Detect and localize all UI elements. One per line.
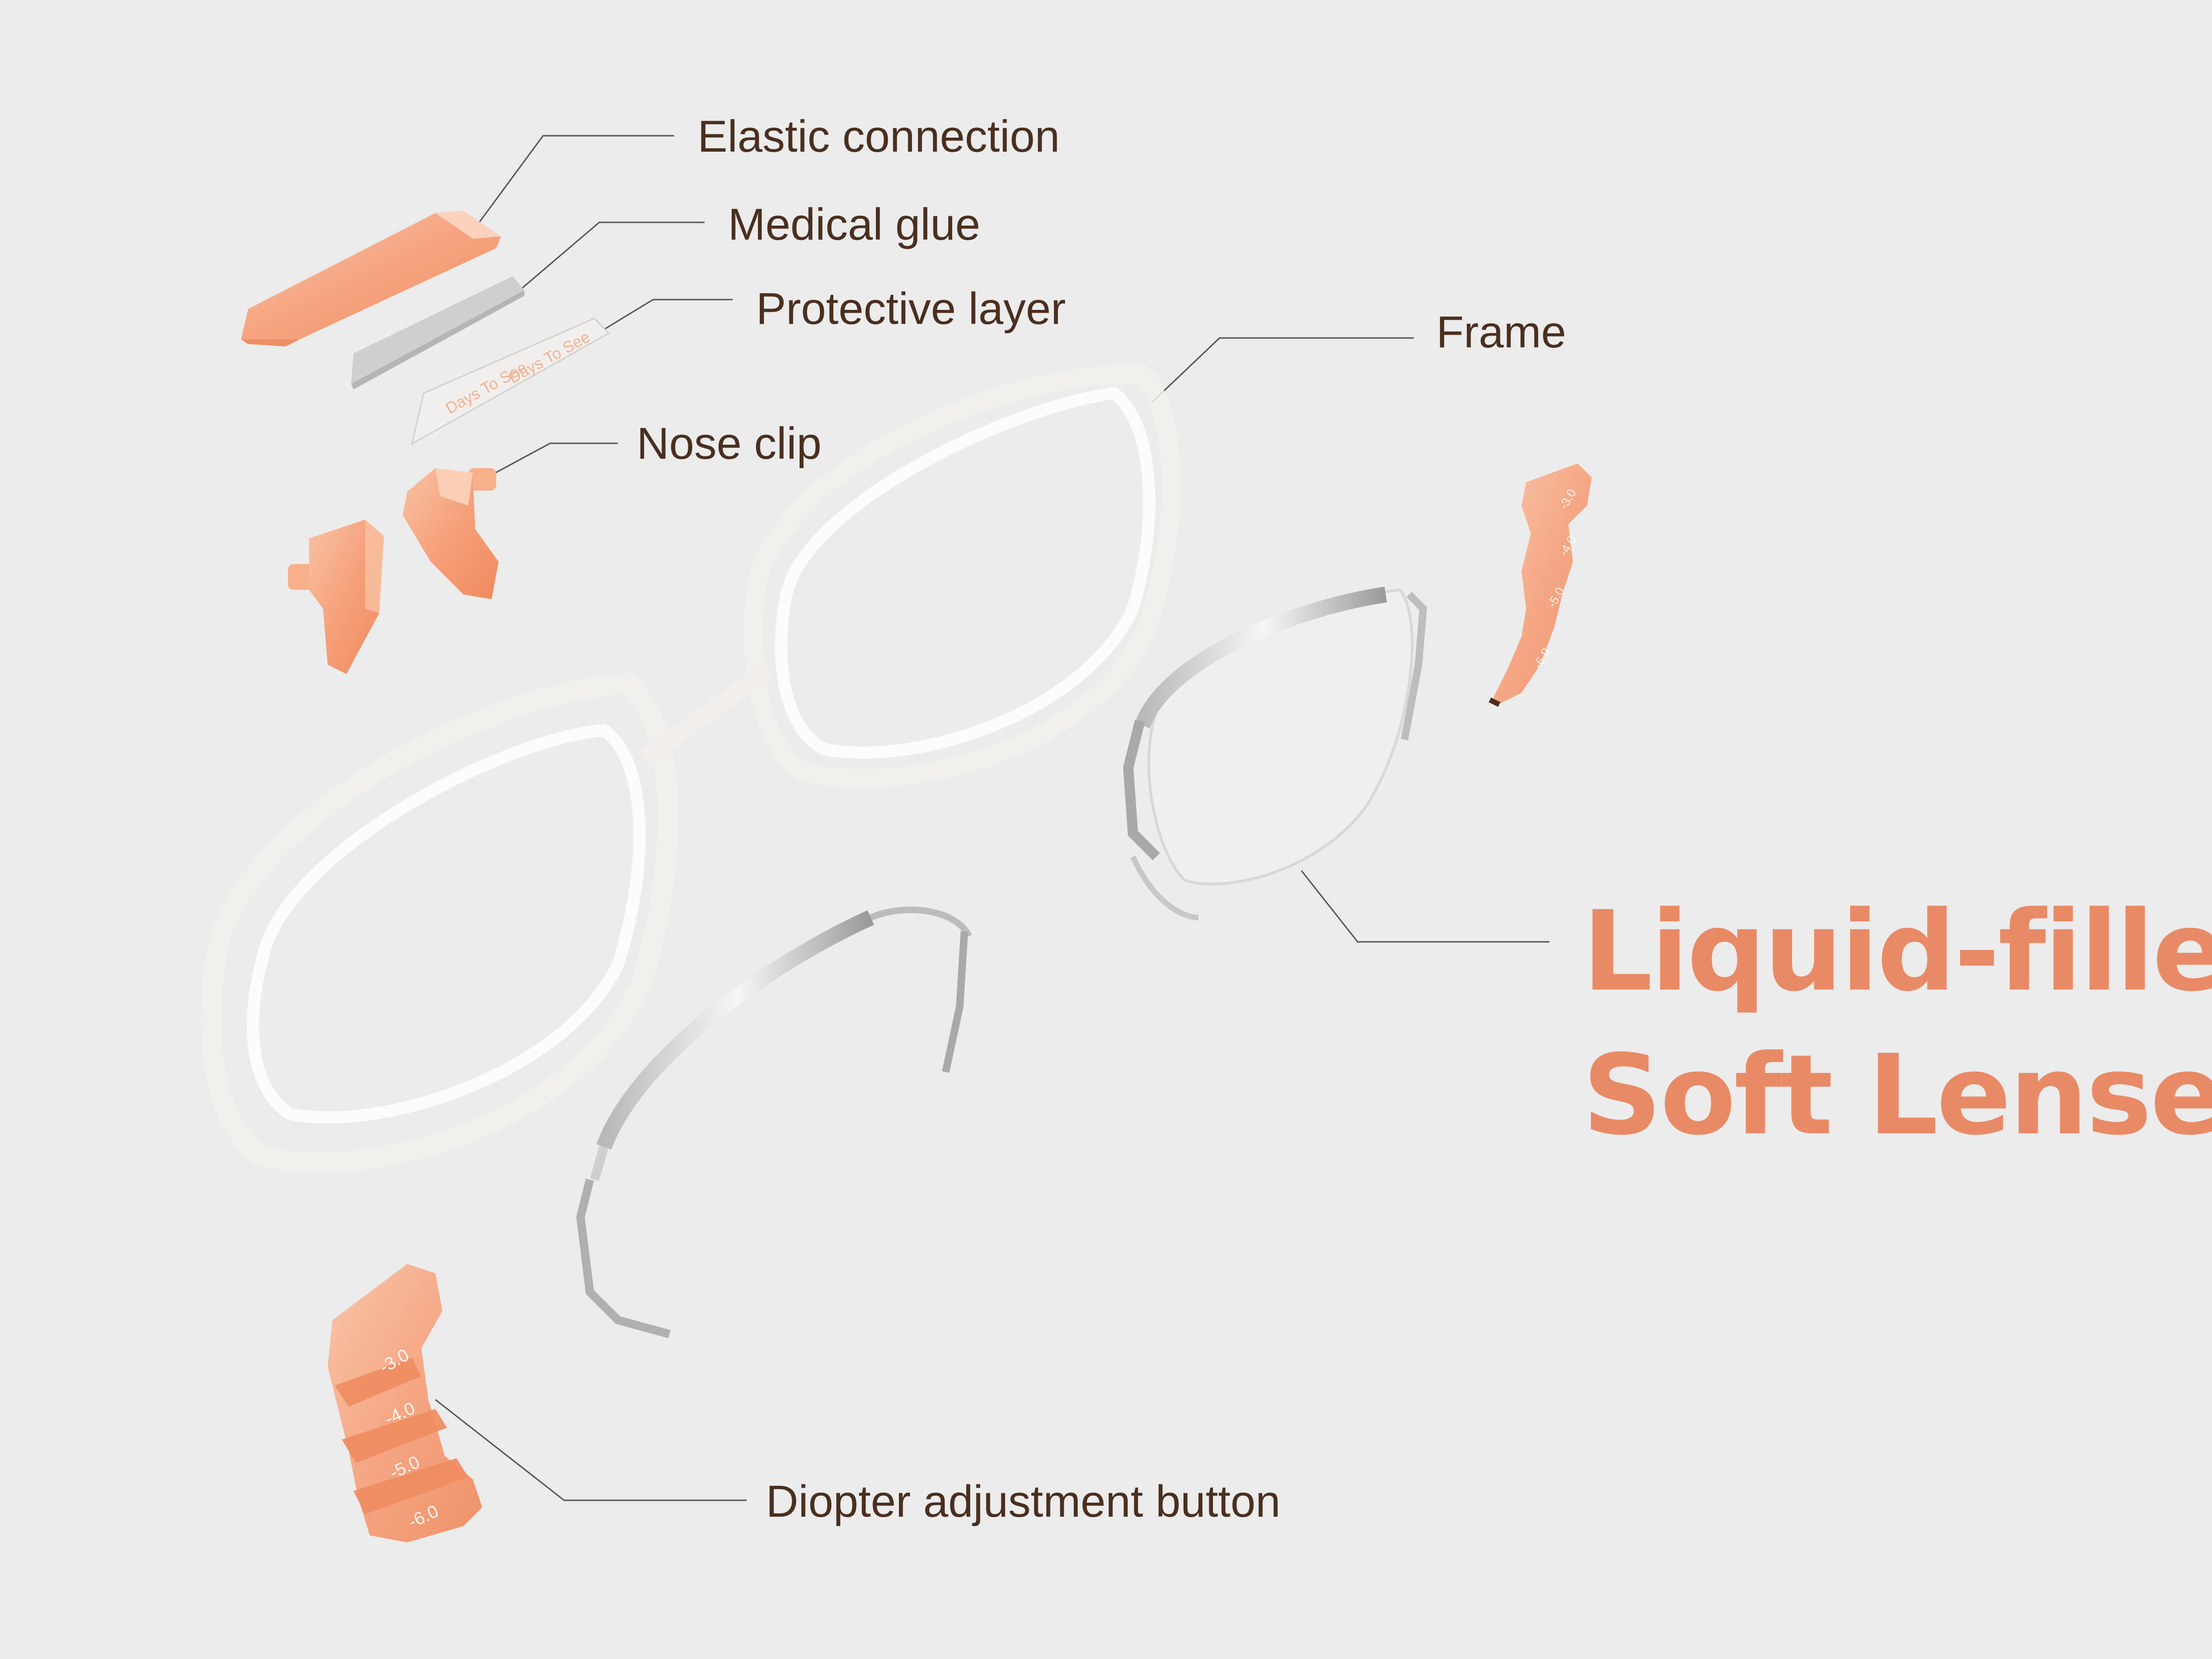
leader-medical-glue [519,221,705,291]
title-line-1: Liquid-filled [1582,887,2212,1016]
right-lens-part [1123,587,1427,920]
frame-left-rim [247,724,646,1124]
label-frame: Frame [1436,307,1566,357]
leader-lines [435,135,1550,1501]
leader-protective-layer [599,299,733,333]
frame-part [201,365,1181,1173]
diopter-button-small: -3.0 -4.0 -5.0 -6.0 [1489,463,1592,707]
nose-clip-part [288,468,499,674]
label-medical-glue: Medical glue [728,199,980,250]
frame-right-rim [775,387,1155,759]
diopter-button-large: -3.0 -4.0 -5.0 -6.0 [328,1264,482,1542]
nose-clip-right [403,468,499,599]
label-nose-clip: Nose clip [637,418,822,469]
medical-glue-part [351,276,524,389]
label-elastic-connection: Elastic connection [698,111,1060,161]
frame-bridge [640,661,773,766]
frame-left-outer [201,673,678,1173]
label-protective-layer: Protective layer [756,284,1066,334]
label-diopter-button: Diopter adjustment button [766,1476,1281,1527]
title-line-2: Soft Lenses [1582,1030,2212,1160]
leader-lens-frame [1301,870,1550,943]
product-title: Liquid-filled Soft Lenses [1582,880,2212,1167]
leader-diopter-button [435,1399,747,1501]
leader-frame [1151,337,1414,404]
leader-elastic-connection [477,135,674,225]
frame-right-outer [743,365,1181,788]
leader-nose-clip [486,442,618,478]
left-lens-part [576,906,972,1338]
nose-clip-left [288,520,384,674]
elastic-connection-part [241,211,501,346]
